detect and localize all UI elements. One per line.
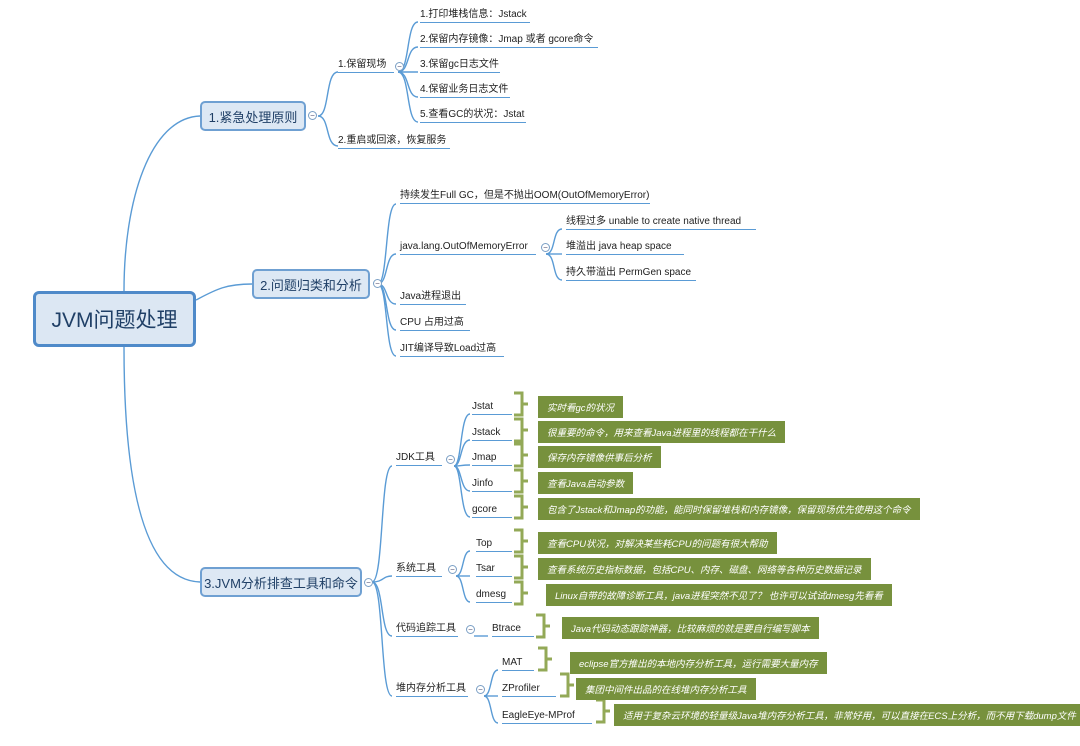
leaf-thread-overflow[interactable]: 线程过多 unable to create native thread [566, 215, 756, 230]
tool-gcore[interactable]: gcore [472, 503, 512, 518]
leaf-keep-memory-image[interactable]: 2.保留内存镜像：Jmap 或者 gcore命令 [420, 33, 598, 48]
leaf-permgen-overflow[interactable]: 持久带溢出 PermGen space [566, 266, 696, 281]
note-dmesg: Linux自带的故障诊断工具，java进程突然不见了？ 也许可以试试dmesg先… [546, 584, 892, 606]
leaf-heap-overflow[interactable]: 堆溢出 java heap space [566, 240, 684, 255]
topic-jvm-tools[interactable]: 3.JVM分析排查工具和命令 [200, 567, 362, 597]
note-jmap: 保存内存镜像供事后分析 [538, 446, 661, 468]
note-jstat: 实时看gc的状况 [538, 396, 624, 418]
collapse-toggle-icon[interactable]: − [364, 578, 373, 587]
note-jstack: 很重要的命令，用来查看Java进程里的线程都在干什么 [538, 421, 786, 443]
branch-oom-error[interactable]: java.lang.OutOfMemoryError [400, 240, 536, 255]
collapse-toggle-icon[interactable]: − [395, 62, 404, 71]
leaf-print-stack[interactable]: 1.打印堆栈信息：Jstack [420, 8, 530, 23]
tool-dmesg[interactable]: dmesg [476, 588, 512, 603]
collapse-toggle-icon[interactable]: − [466, 625, 475, 634]
group-system-tools[interactable]: 系统工具 [396, 562, 442, 577]
tool-mat[interactable]: MAT [502, 656, 534, 671]
tool-jstack[interactable]: Jstack [472, 426, 512, 441]
branch-jit-load-high[interactable]: JIT编译导致Load过高 [400, 342, 504, 357]
leaf-check-gc-status[interactable]: 5.查看GC的状况：Jstat [420, 108, 526, 123]
central-topic[interactable]: JVM问题处理 [33, 291, 196, 347]
group-heap-analysis-tools[interactable]: 堆内存分析工具 [396, 682, 468, 697]
branch-java-process-exit[interactable]: Java进程退出 [400, 290, 466, 305]
note-top: 查看CPU状况，对解决某些耗CPU的问题有很大帮助 [538, 532, 777, 554]
tool-jmap[interactable]: Jmap [472, 451, 512, 466]
collapse-toggle-icon[interactable]: − [448, 565, 457, 574]
tool-tsar[interactable]: Tsar [476, 562, 512, 577]
tool-btrace[interactable]: Btrace [492, 622, 534, 637]
collapse-toggle-icon[interactable]: − [373, 279, 382, 288]
topic-emergency-principles[interactable]: 1.紧急处理原则 [200, 101, 306, 131]
tool-jinfo[interactable]: Jinfo [472, 477, 512, 492]
note-zprofiler: 集团中间件出品的在线堆内存分析工具 [576, 678, 756, 700]
collapse-toggle-icon[interactable]: − [476, 685, 485, 694]
note-tsar: 查看系统历史指标数据，包括CPU、内存、磁盘、网络等各种历史数据记录 [538, 558, 871, 580]
note-jinfo: 查看Java启动参数 [538, 472, 634, 494]
tool-jstat[interactable]: Jstat [472, 400, 512, 415]
branch-keep-scene[interactable]: 1.保留现场 [338, 58, 394, 73]
group-code-trace-tools[interactable]: 代码追踪工具 [396, 622, 458, 637]
collapse-toggle-icon[interactable]: − [446, 455, 455, 464]
leaf-keep-gc-log[interactable]: 3.保留gc日志文件 [420, 58, 500, 73]
note-eagleeye-mprof: 适用于复杂云环境的轻量级Java堆内存分析工具，非常好用，可以直接在ECS上分析… [614, 704, 1080, 726]
collapse-toggle-icon[interactable]: − [308, 111, 317, 120]
topic-problem-classification[interactable]: 2.问题归类和分析 [252, 269, 370, 299]
branch-restart-rollback[interactable]: 2.重启或回滚，恢复服务 [338, 134, 450, 149]
note-mat: eclipse官方推出的本地内存分析工具，运行需要大量内存 [570, 652, 827, 674]
branch-cpu-high[interactable]: CPU 占用过高 [400, 316, 470, 331]
group-jdk-tools[interactable]: JDK工具 [396, 451, 442, 466]
tool-zprofiler[interactable]: ZProfiler [502, 682, 556, 697]
note-btrace: Java代码动态跟踪神器，比较麻烦的就是要自行编写脚本 [562, 617, 819, 639]
tool-top[interactable]: Top [476, 537, 512, 552]
leaf-keep-business-log[interactable]: 4.保留业务日志文件 [420, 83, 510, 98]
tool-eagleeye-mprof[interactable]: EagleEye-MProf [502, 709, 592, 724]
collapse-toggle-icon[interactable]: − [541, 243, 550, 252]
note-gcore: 包含了Jstack和Jmap的功能，能同时保留堆栈和内存镜像，保留现场优先使用这… [538, 498, 920, 520]
branch-full-gc[interactable]: 持续发生Full GC，但是不抛出OOM(OutOfMemoryError) [400, 189, 650, 204]
